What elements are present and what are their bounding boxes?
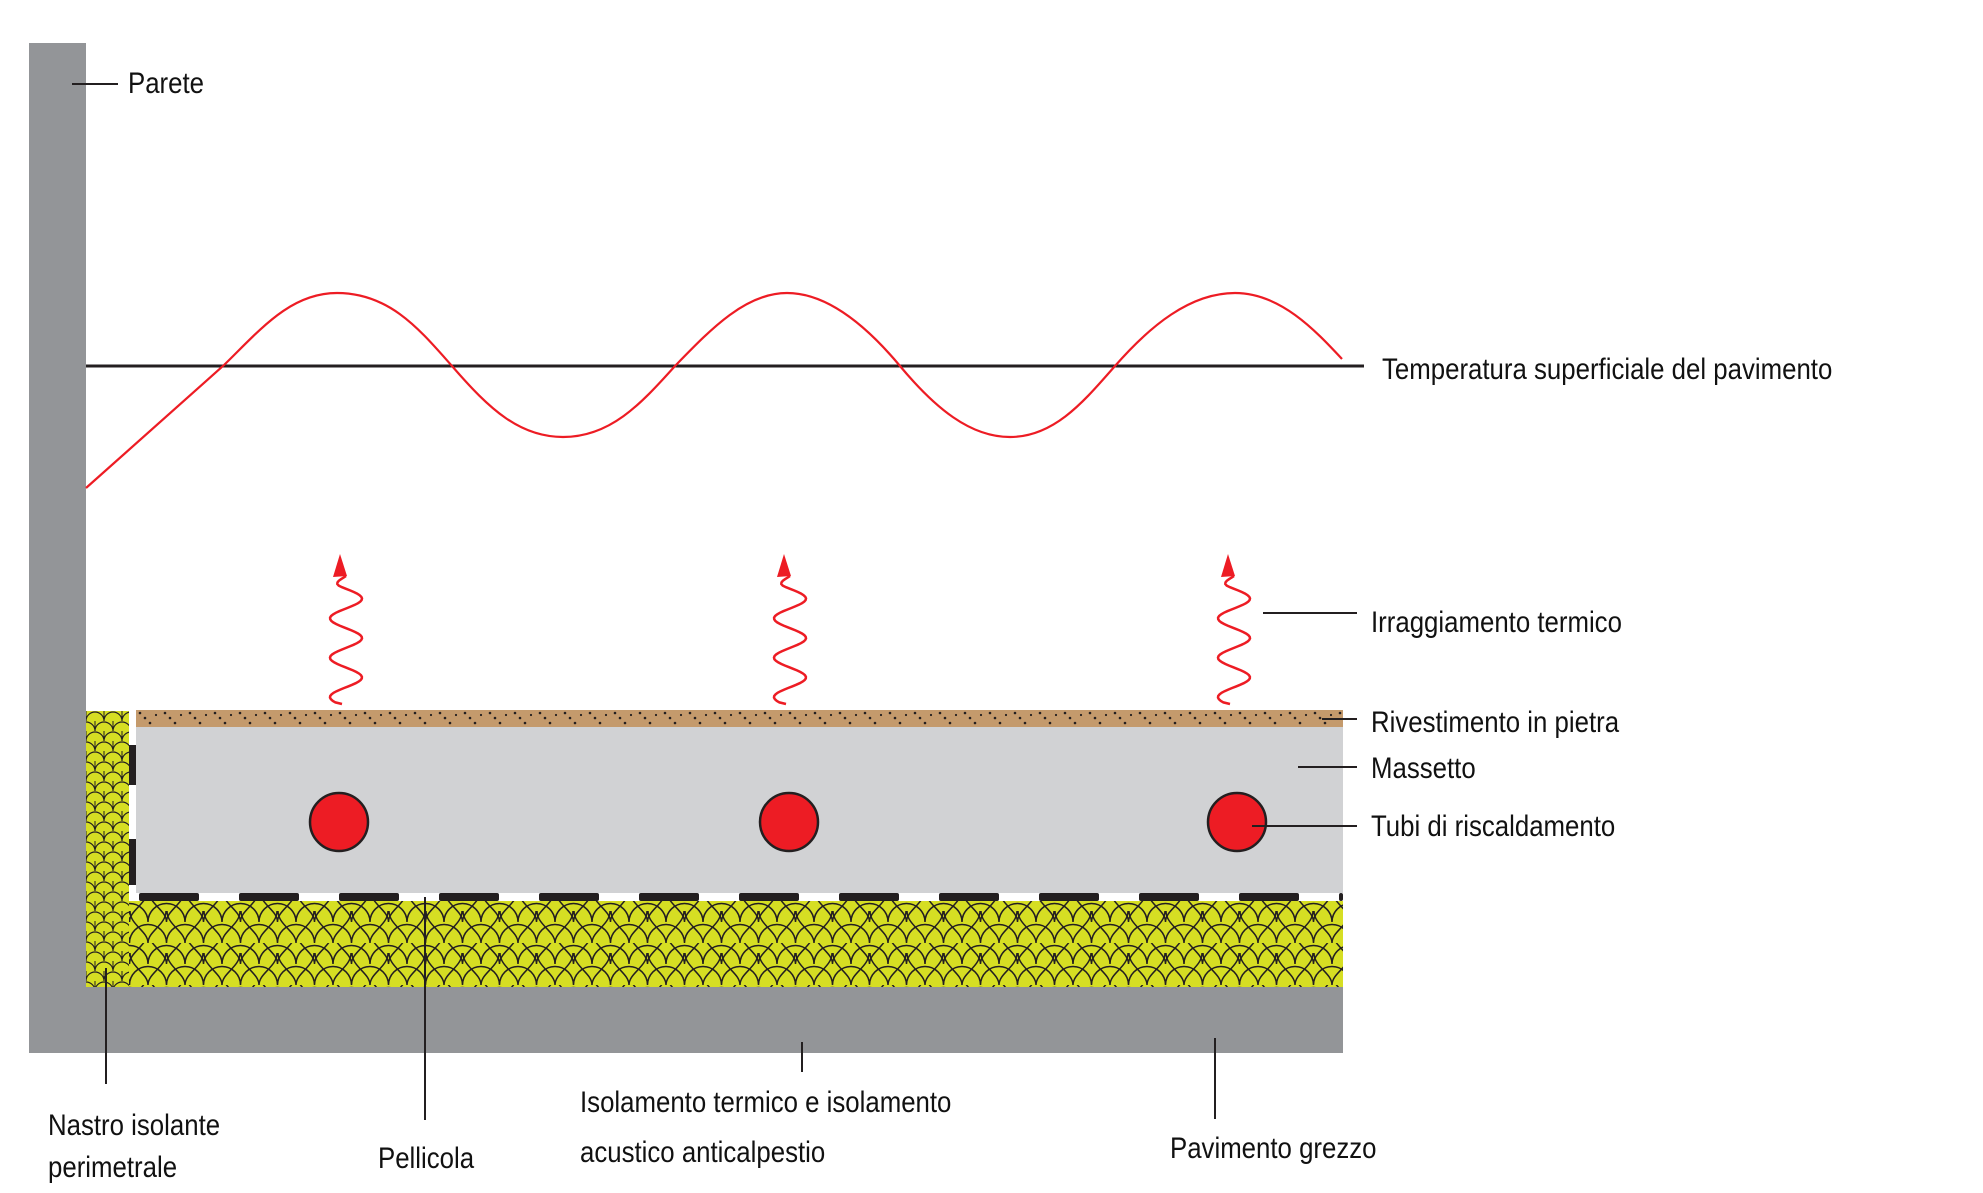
stone-covering — [136, 710, 1343, 727]
film-dash — [739, 893, 799, 901]
film-dash — [539, 893, 599, 901]
thermal-radiation-arrows — [328, 554, 1252, 706]
film-dash — [1339, 893, 1343, 901]
label-edge-strip-line2: perimetrale — [48, 1151, 178, 1184]
film-vertical — [129, 711, 136, 901]
label-insulation-line1: Isolamento termico e isolamento — [580, 1086, 952, 1119]
label-heating-pipes: Tubi di riscaldamento — [1371, 810, 1616, 843]
label-wall: Parete — [128, 67, 205, 100]
film-dash — [1139, 893, 1199, 901]
arrow-head-icon — [777, 554, 791, 577]
label-thermal-radiation: Irraggiamento termico — [1371, 606, 1622, 639]
film-dash — [939, 893, 999, 901]
surface-temperature-curve — [85, 291, 1343, 489]
film-dash — [1039, 893, 1099, 901]
radiation-arrow — [1216, 554, 1252, 706]
film-horizontal — [129, 893, 1343, 901]
arrow-head-icon — [333, 554, 347, 577]
heating-pipe — [308, 791, 370, 853]
label-insulation-line2: acustico anticalpestio — [580, 1136, 826, 1169]
label-film: Pellicola — [378, 1142, 475, 1175]
film-dash — [139, 893, 199, 901]
radiation-wave — [772, 574, 808, 706]
heating-pipe — [1206, 791, 1268, 853]
film-dash — [639, 893, 699, 901]
radiation-arrow — [328, 554, 364, 706]
film-dash — [1239, 893, 1299, 901]
film-dash — [339, 893, 399, 901]
thermal-acoustic-insulation — [129, 901, 1343, 987]
label-screed: Massetto — [1371, 752, 1476, 785]
raw-floor — [29, 987, 1343, 1053]
label-edge-strip-line1: Nastro isolante — [48, 1109, 221, 1142]
label-surface-temperature: Temperatura superficiale del pavimento — [1382, 353, 1833, 386]
heating-pipe — [758, 791, 820, 853]
radiation-arrow — [772, 554, 808, 706]
arrow-head-icon — [1221, 554, 1235, 577]
edge-insulation-strip — [86, 711, 129, 987]
label-raw-floor: Pavimento grezzo — [1170, 1132, 1377, 1165]
film-dash — [239, 893, 299, 901]
radiation-wave — [1216, 574, 1252, 706]
wall — [29, 43, 86, 1053]
film-dash — [129, 839, 136, 885]
radiation-wave — [328, 574, 364, 706]
film-dashes — [129, 745, 1343, 901]
film-dash — [439, 893, 499, 901]
film-dash — [129, 745, 136, 785]
leader-lines — [72, 83, 1364, 1120]
film-dash — [839, 893, 899, 901]
label-stone-covering: Rivestimento in pietra — [1371, 706, 1620, 739]
